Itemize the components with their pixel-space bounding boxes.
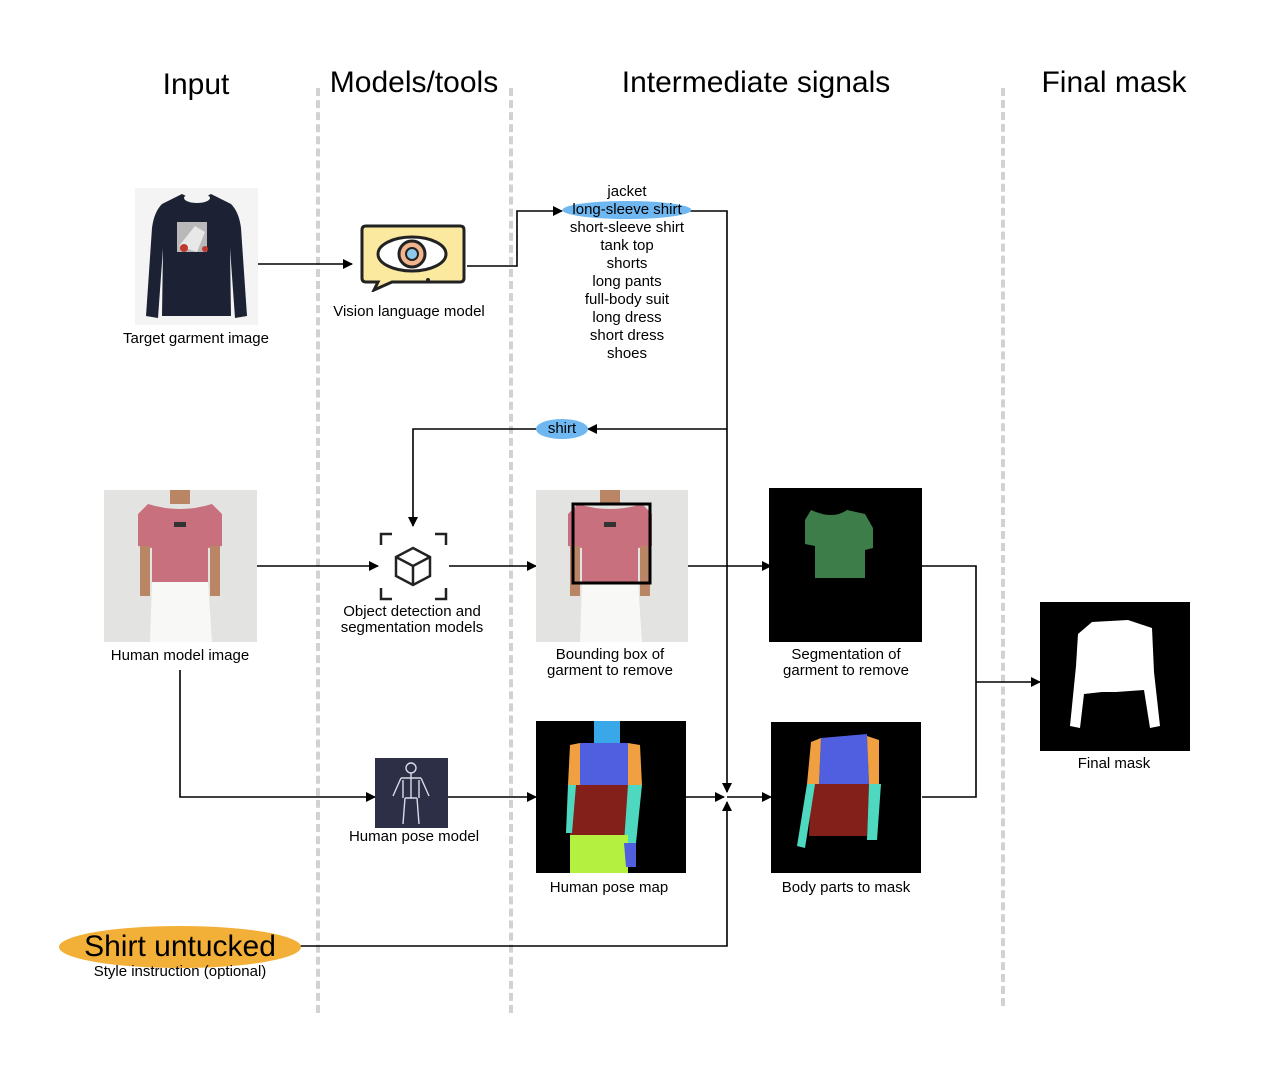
body-parts-label: Body parts to mask — [781, 879, 911, 896]
category-item: short-sleeve shirt — [569, 219, 685, 236]
column-title-final: Final mask — [1041, 66, 1187, 99]
bounding-box-image — [536, 490, 688, 642]
category-list: jacket long-sleeve shirt short-sleeve sh… — [562, 183, 692, 363]
arrow-shirt-to-detection — [408, 428, 536, 527]
target-garment-label: Target garment image — [123, 330, 269, 347]
pose-map-label: Human pose map — [549, 879, 669, 896]
bbox-label-line1: Bounding box of — [555, 646, 665, 663]
category-item: full-body suit — [584, 291, 670, 308]
category-item: long dress — [592, 309, 662, 326]
vlm-label: Vision language model — [333, 303, 485, 320]
detection-label: Object detection and segmentation models — [341, 604, 484, 636]
arrow-category-bus — [688, 210, 732, 793]
final-mask-image — [1040, 602, 1190, 751]
body-parts-image — [771, 722, 921, 873]
category-item: tank top — [600, 237, 654, 254]
category-item: short dress — [589, 327, 665, 344]
seg-label-line2: garment to remove — [783, 662, 909, 679]
arrow-style-to-bus — [300, 801, 732, 947]
object-detection-icon — [378, 531, 449, 602]
vision-language-model-icon — [352, 222, 467, 294]
pose-model-label: Human pose model — [348, 828, 480, 845]
human-pose-map-image — [536, 721, 686, 873]
bbox-label-line2: garment to remove — [547, 662, 673, 679]
style-instruction-pill: Shirt untucked — [59, 926, 301, 968]
target-garment-image — [135, 188, 258, 325]
human-pose-model-icon — [375, 758, 448, 828]
final-mask-label: Final mask — [1077, 755, 1151, 772]
coarse-category-pill: shirt — [536, 419, 588, 439]
line-seg-to-merge — [922, 565, 977, 682]
category-item: shorts — [606, 255, 648, 272]
detection-label-line2: segmentation models — [340, 619, 484, 636]
column-divider — [1001, 88, 1005, 1006]
column-divider — [509, 88, 513, 1013]
category-item: shoes — [606, 345, 648, 362]
column-title-models: Models/tools — [329, 66, 499, 99]
detection-label-line1: Object detection and — [343, 603, 481, 620]
segmentation-image — [769, 488, 922, 642]
column-title-intermediate: Intermediate signals — [621, 66, 891, 99]
human-model-label: Human model image — [110, 647, 250, 664]
style-instruction-label: Style instruction (optional) — [93, 963, 267, 980]
bbox-label: Bounding box of garment to remove — [547, 647, 673, 679]
column-divider — [316, 88, 320, 1013]
category-item: jacket — [607, 183, 647, 200]
category-item-selected: long-sleeve shirt — [562, 201, 692, 219]
arrow-vlm-to-categories — [467, 206, 563, 267]
category-item: long pants — [592, 273, 662, 290]
seg-label-line1: Segmentation of — [791, 646, 901, 663]
arrow-human-to-pose — [179, 670, 376, 802]
column-title-input: Input — [162, 68, 230, 101]
line-parts-to-merge — [922, 682, 977, 798]
human-model-image — [104, 490, 257, 642]
seg-label: Segmentation of garment to remove — [783, 647, 909, 679]
